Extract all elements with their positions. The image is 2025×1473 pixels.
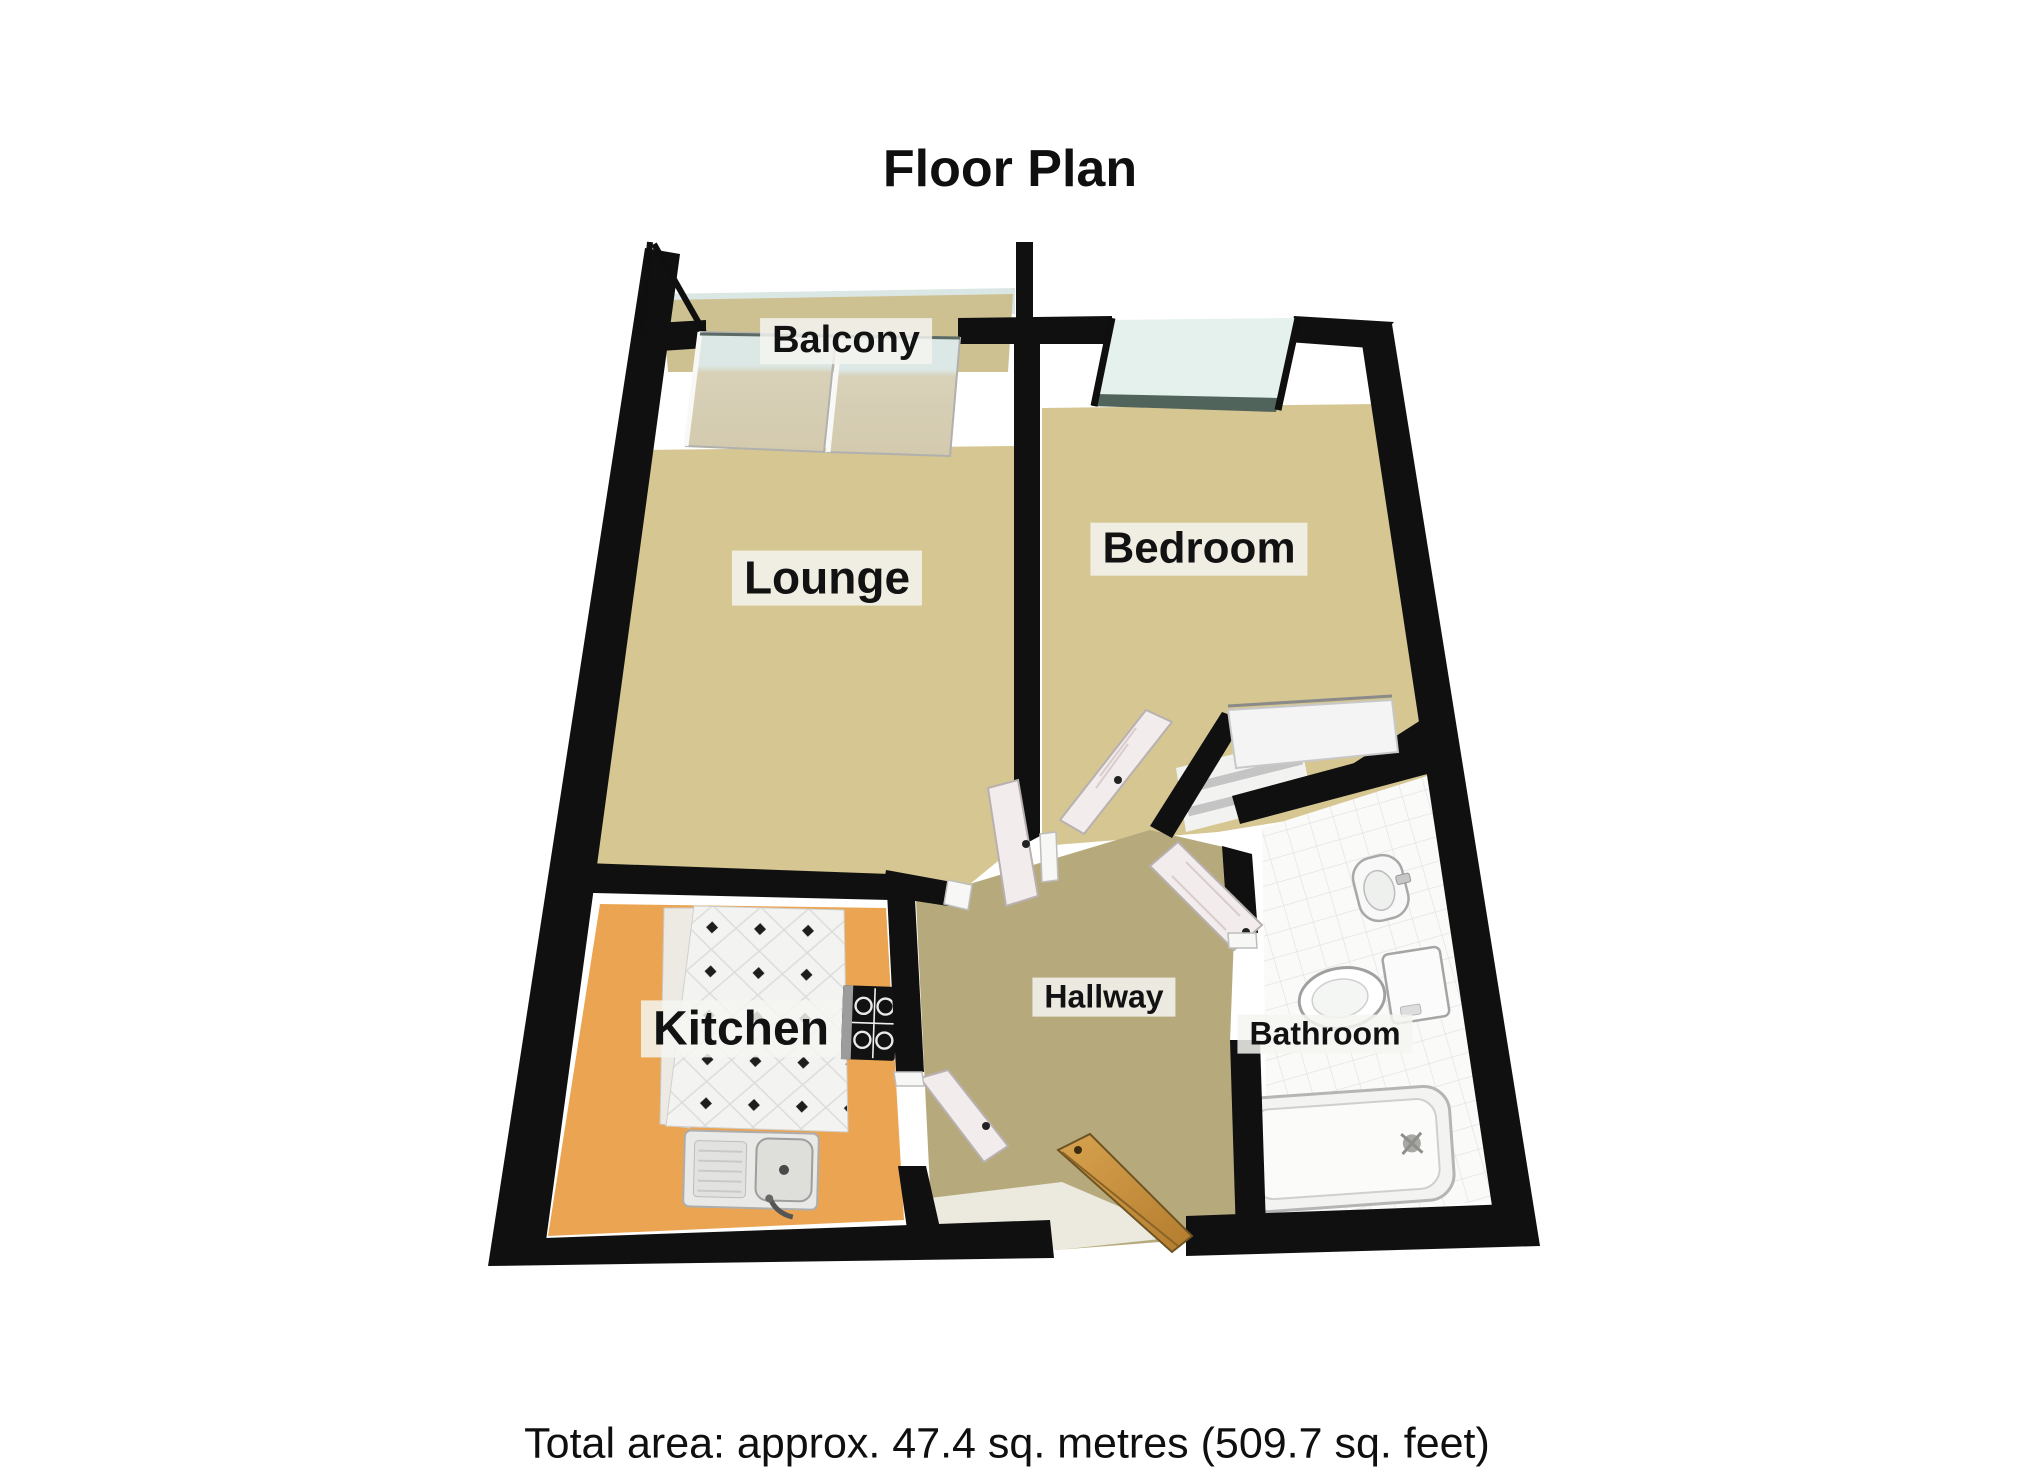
top-wall-left — [640, 320, 706, 352]
room-label-kitchen: Kitchen — [640, 1000, 842, 1058]
door-frame-stubs — [893, 831, 1258, 1087]
kitchen-top-wall — [552, 862, 890, 900]
kitchen-sink — [682, 1129, 820, 1220]
front-door — [1056, 1132, 1194, 1254]
room-label-balcony: Balcony — [760, 318, 932, 364]
bathroom-door — [1148, 840, 1264, 952]
total-area-text: Total area: approx. 47.4 sq. metres (509… — [524, 1419, 1490, 1468]
room-label-lounge: Lounge — [731, 550, 923, 606]
room-label-bathroom: Bathroom — [1237, 1014, 1413, 1054]
toilet — [1297, 945, 1451, 1030]
lounge-door — [986, 778, 1040, 908]
bathroom-sink — [1351, 853, 1412, 923]
bedroom-closet-sliding-door — [1226, 694, 1400, 770]
balcony-walls — [639, 241, 1033, 335]
bedroom-window — [1090, 317, 1302, 412]
room-label-bedroom: Bedroom — [1090, 522, 1308, 576]
right-wall — [1362, 324, 1540, 1246]
page-title: Floor Plan — [882, 140, 1138, 198]
kitchen-hob — [840, 985, 898, 1061]
lounge-bedroom-wall — [1014, 328, 1040, 850]
left-wall — [488, 248, 680, 1266]
bottom-wall-right — [1186, 1204, 1540, 1256]
kitchen-hall-wall-lower — [898, 1166, 940, 1236]
kitchen-door — [918, 1068, 1010, 1164]
closet-side-wall — [1150, 712, 1244, 838]
bath-hall-wall-lower — [1230, 1040, 1266, 1236]
top-wall-right — [1288, 316, 1394, 348]
kitchen-hall-wall-upper — [886, 872, 924, 1072]
bathtub — [1234, 1084, 1456, 1214]
room-label-hallway: Hallway — [1032, 977, 1176, 1017]
bedroom-door — [1058, 708, 1174, 836]
